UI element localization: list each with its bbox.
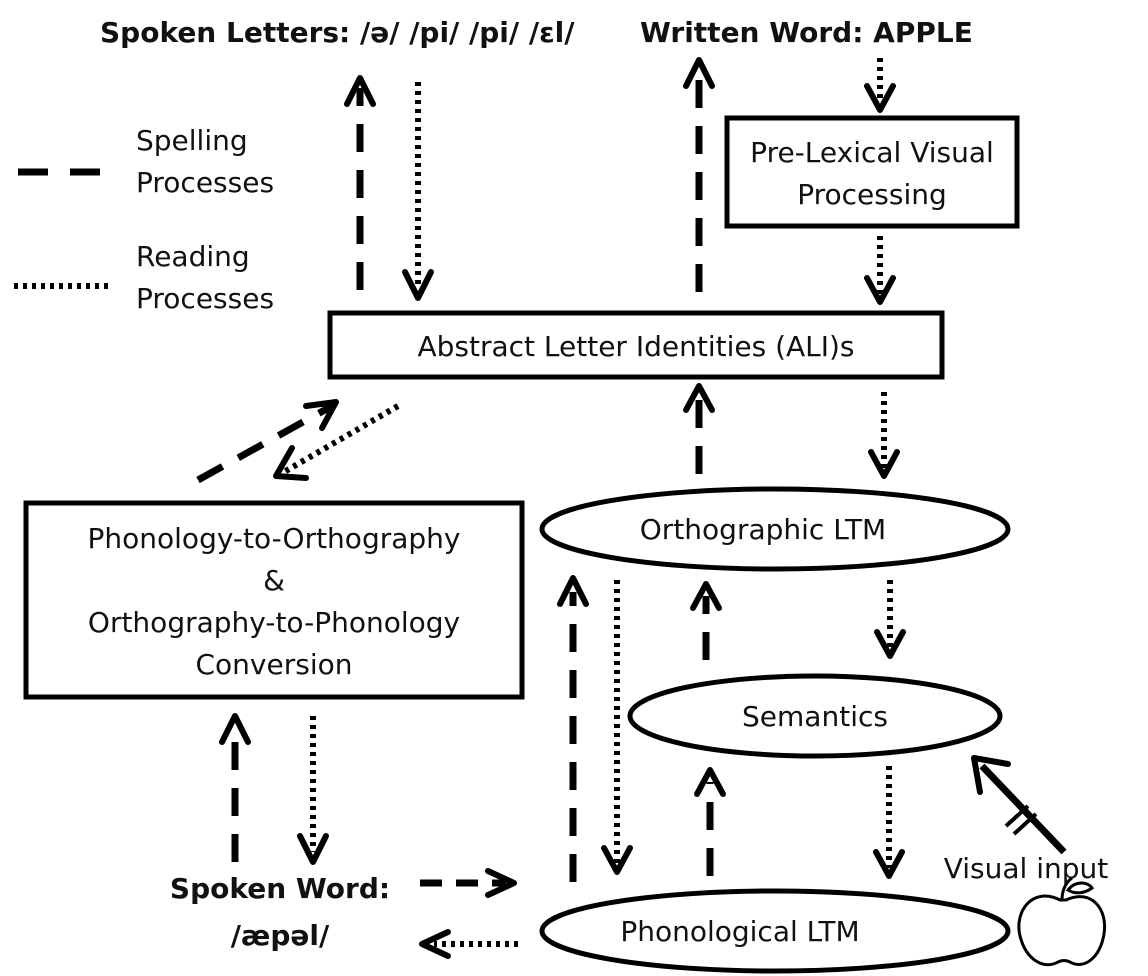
written-word-label: Written Word: APPLE (640, 16, 973, 49)
ali-box (327, 310, 945, 380)
phonological-ltm-ellipse (539, 888, 1011, 974)
arrow-prelexical-to-ali (864, 236, 896, 305)
apple-icon (1017, 876, 1107, 967)
arrow-phonological-to-spoken-word (419, 929, 518, 959)
arrow-written-word-to-prelexical (864, 58, 896, 113)
arrow-visual-input-to-semantics (971, 755, 1067, 855)
semantics-ellipse (627, 673, 1003, 759)
visual-input-label: Visual input (944, 852, 1109, 885)
arrow-spoken-word-to-phonological (420, 868, 517, 898)
legend: Spelling Processes Reading Processes (14, 124, 274, 315)
legend-reading-label-2: Processes (136, 282, 274, 315)
arrow-phonological-to-semantics (694, 767, 726, 876)
semantics-label: Semantics (742, 700, 888, 733)
conversion-label-4: Conversion (196, 648, 353, 681)
legend-spelling-label-2: Processes (136, 166, 274, 199)
arrow-phonological-to-orthographic (557, 575, 589, 882)
arrow-ali-to-conversion (273, 403, 400, 481)
conversion-label-2: & (263, 564, 285, 597)
arrow-semantics-to-phonological (873, 766, 905, 879)
arrow-spoken-word-to-conversion (219, 713, 251, 862)
arrow-ali-to-written-word (683, 57, 715, 292)
orthographic-ltm-label: Orthographic LTM (640, 513, 886, 546)
prelexical-box (724, 115, 1020, 229)
conversion-label-1: Phonology-to-Orthography (88, 522, 461, 555)
arrow-spoken-letters-to-ali (402, 82, 434, 301)
arrow-ali-to-spoken-letters (344, 75, 376, 290)
arrow-orthographic-to-phonological (601, 580, 633, 875)
arrow-conversion-to-spoken-word (297, 716, 329, 865)
spoken-letters-label: Spoken Letters: /ə/ /pi/ /pi/ /ɛl/ (100, 16, 575, 49)
arrow-orthographic-to-semantics (874, 580, 906, 659)
phonological-ltm-label: Phonological LTM (620, 915, 859, 948)
spoken-word-label: Spoken Word: (170, 872, 390, 905)
arrow-orthographic-to-ali (683, 383, 715, 474)
conversion-box (23, 500, 525, 700)
prelexical-label-2: Processing (797, 178, 947, 211)
arrow-conversion-to-ali (196, 399, 339, 484)
conversion-label-3: Orthography-to-Phonology (88, 606, 460, 639)
spoken-word-ipa: /æpəl/ (231, 919, 330, 952)
prelexical-label: Pre-Lexical Visual (750, 136, 994, 169)
orthographic-ltm-ellipse (539, 486, 1011, 572)
ali-label: Abstract Letter Identities (ALI)s (417, 330, 854, 363)
legend-spelling-label: Spelling (136, 124, 248, 157)
arrow-ali-to-orthographic (868, 392, 900, 479)
legend-reading-label: Reading (136, 240, 250, 273)
arrow-semantics-to-orthographic (690, 581, 722, 660)
